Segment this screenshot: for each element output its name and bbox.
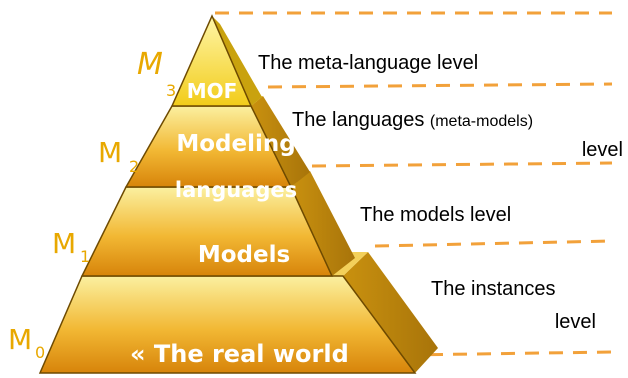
m1-index: M 1	[52, 227, 90, 266]
m0-index-letter: M	[8, 323, 32, 356]
separator-m3-m2	[267, 82, 613, 89]
m2-description-paren: (meta-models)	[430, 113, 533, 130]
m2-index-sub: 2	[129, 157, 139, 176]
m1-index-sub: 1	[80, 247, 90, 266]
m3-index-sub: 3	[166, 81, 176, 100]
m3-box-label: MOF	[187, 79, 238, 103]
m2-index-letter: M	[98, 136, 122, 169]
m0-description-line2: level	[555, 311, 596, 333]
m2-description-line2: level	[582, 139, 623, 161]
layer-m2-side	[251, 96, 310, 187]
layer-m0-side	[343, 252, 438, 373]
m2-box-label-line2: languages	[175, 178, 297, 202]
m3-description: The meta-language level	[258, 52, 478, 74]
layer-m3-face	[170, 14, 253, 107]
m1-description: The models level	[360, 204, 511, 226]
m1-index-letter: M	[52, 227, 76, 260]
m1-box-label: Models	[198, 242, 290, 268]
m3-index: M 3	[137, 47, 176, 100]
separator-m1-m0	[374, 239, 613, 248]
m2-description-main: The languages	[292, 109, 430, 131]
layer-m3-side	[212, 16, 262, 106]
m0-index: M 0	[8, 323, 45, 362]
layer-m1-side	[291, 171, 355, 276]
layer-m3	[170, 14, 262, 107]
m3-index-letter: M	[137, 47, 163, 82]
m0-description-line1: The instances	[431, 278, 556, 300]
m2-index: M 2	[98, 136, 139, 176]
separator-m2-m1	[311, 161, 613, 168]
m2-description: The languages (meta-models)	[292, 109, 533, 131]
m0-index-sub: 0	[35, 343, 45, 362]
layer-m0-face	[38, 275, 417, 374]
separator-bottom	[404, 350, 613, 357]
m2-box-label-line1: Modeling	[176, 131, 295, 157]
level-separators	[215, 11, 613, 357]
m0-box-label: « The real world	[130, 340, 349, 368]
